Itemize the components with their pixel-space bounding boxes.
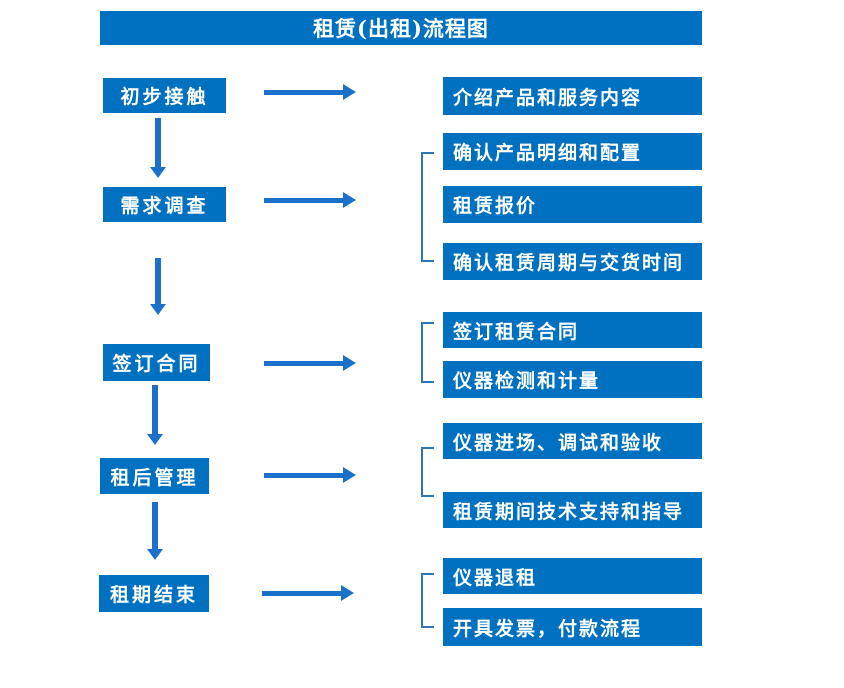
- detail-confirm-rental-period-delivery: 确认租赁周期与交货时间: [443, 243, 702, 280]
- step-label: 签订合同: [112, 353, 201, 375]
- detail-instrument-return: 仪器退租: [443, 558, 702, 594]
- arrow-shaft: [152, 502, 158, 549]
- arrow-down-icon-2: [150, 258, 166, 315]
- bracket-sign-contract-group: [421, 322, 434, 383]
- step-label: 租期结束: [109, 584, 198, 606]
- arrow-head: [343, 467, 356, 483]
- arrow-right-icon-4: [264, 467, 356, 483]
- detail-label: 介绍产品和服务内容: [453, 86, 643, 109]
- detail-label: 签订租赁合同: [453, 320, 580, 343]
- step-box-sign-contract: 签订合同: [103, 344, 210, 381]
- detail-instrument-inspection-calibration: 仪器检测和计量: [443, 361, 702, 398]
- step-box-rental-end: 租期结束: [99, 575, 209, 612]
- page-title: 租赁(出租)流程图: [313, 16, 489, 41]
- arrow-head: [150, 167, 166, 178]
- arrow-shaft: [264, 197, 343, 203]
- arrow-shaft: [155, 118, 161, 167]
- bracket-rental-end-group: [421, 573, 434, 628]
- detail-label: 仪器退租: [453, 566, 538, 589]
- arrow-head: [147, 434, 163, 445]
- arrow-shaft: [264, 89, 343, 95]
- arrow-right-icon-1: [264, 84, 356, 100]
- detail-label: 仪器检测和计量: [453, 370, 601, 392]
- detail-label: 仪器进场、调试和验收: [453, 431, 664, 454]
- arrow-shaft: [262, 590, 341, 596]
- detail-label: 确认产品明细和配置: [453, 142, 643, 164]
- detail-rental-quote: 租赁报价: [443, 186, 702, 223]
- detail-instrument-arrival-debug-acceptance: 仪器进场、调试和验收: [443, 423, 702, 459]
- detail-label: 租赁报价: [453, 195, 538, 217]
- arrow-down-icon-3: [147, 385, 163, 445]
- arrow-right-icon-2: [264, 192, 356, 208]
- arrow-right-icon-3: [264, 355, 356, 371]
- arrow-down-icon-4: [147, 502, 163, 560]
- arrow-shaft: [155, 258, 161, 304]
- arrow-head: [341, 585, 354, 601]
- detail-confirm-product-details-config: 确认产品明细和配置: [443, 133, 702, 170]
- step-label: 需求调查: [120, 195, 209, 217]
- detail-label: 开具发票，付款流程: [453, 617, 643, 640]
- arrow-head: [150, 304, 166, 315]
- bracket-post-rental-group: [421, 447, 434, 497]
- detail-invoice-payment-process: 开具发票，付款流程: [443, 608, 702, 646]
- title-bar: 租赁(出租)流程图: [100, 11, 702, 45]
- detail-label: 租赁期间技术支持和指导: [453, 500, 685, 523]
- detail-label: 确认租赁周期与交货时间: [453, 252, 685, 274]
- arrow-head: [343, 192, 356, 208]
- step-label: 初步接触: [120, 86, 209, 108]
- arrow-head: [343, 84, 356, 100]
- step-box-initial-contact: 初步接触: [103, 78, 226, 113]
- arrow-head: [343, 355, 356, 371]
- arrow-down-icon-1: [150, 118, 166, 178]
- detail-rental-tech-support-guidance: 租赁期间技术支持和指导: [443, 492, 702, 528]
- step-label: 租后管理: [110, 466, 199, 489]
- step-box-post-rental-management: 租后管理: [100, 458, 209, 494]
- detail-intro-products-services: 介绍产品和服务内容: [443, 77, 702, 115]
- arrow-right-icon-5: [262, 585, 354, 601]
- arrow-shaft: [264, 472, 343, 478]
- detail-sign-rental-contract: 签订租赁合同: [443, 312, 702, 348]
- arrow-head: [147, 549, 163, 560]
- bracket-demand-survey-group: [421, 152, 434, 262]
- arrow-shaft: [152, 385, 158, 434]
- arrow-shaft: [264, 360, 343, 366]
- step-box-demand-survey: 需求调查: [103, 187, 226, 222]
